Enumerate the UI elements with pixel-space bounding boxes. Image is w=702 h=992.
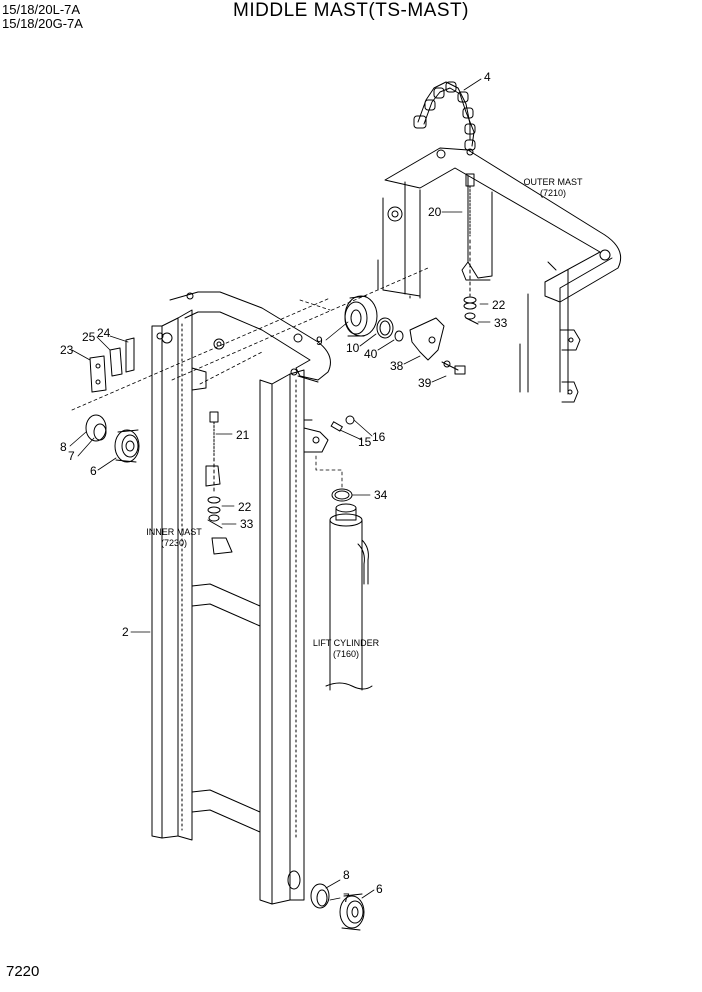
lift-cylinder-code: (7160) — [333, 649, 359, 659]
callout-25: 25 — [82, 330, 96, 344]
callouts: 4 20 22 33 9 10 40 38 39 25 24 23 8 7 6 … — [60, 70, 508, 905]
page-title: MIDDLE MAST(TS-MAST) — [233, 0, 469, 21]
callout-8-upper: 8 — [60, 440, 67, 454]
callout-2: 2 — [122, 625, 129, 639]
callout-16: 16 — [372, 430, 386, 444]
lift-cylinder-label: LIFT CYLINDER — [313, 638, 380, 648]
outer-mast-label: OUTER MAST — [523, 177, 583, 187]
callout-15: 15 — [358, 435, 372, 449]
callout-23: 23 — [60, 343, 74, 357]
callout-24: 24 — [97, 326, 111, 340]
outer-mast-drawing — [377, 147, 622, 403]
lift-cylinder-drawing — [325, 488, 373, 691]
bottom-parts-drawing — [287, 870, 365, 931]
callout-9: 9 — [316, 334, 323, 348]
callout-8-lower: 8 — [343, 868, 350, 882]
callout-39: 39 — [418, 376, 432, 390]
model-line-1: 15/18/20L-7A — [2, 2, 81, 17]
callout-22-lower: 22 — [238, 500, 252, 514]
callout-34: 34 — [374, 488, 388, 502]
middle-mast-drawing — [151, 291, 331, 905]
callout-40: 40 — [364, 347, 378, 361]
model-line-2: 15/18/20G-7A — [2, 16, 83, 31]
callout-33-upper: 33 — [494, 316, 508, 330]
callout-6-lower: 6 — [376, 882, 383, 896]
sheave-group-drawing — [344, 295, 466, 375]
reference-labels: OUTER MAST (7210) INNER MAST (7230) LIFT… — [146, 177, 583, 659]
callout-22-upper: 22 — [492, 298, 506, 312]
callout-21: 21 — [236, 428, 250, 442]
page-number: 7220 — [6, 963, 40, 980]
inner-mast-label: INNER MAST — [146, 527, 202, 537]
inner-mast-code: (7230) — [161, 538, 187, 548]
leader-lines — [69, 78, 491, 901]
callout-6-upper: 6 — [90, 464, 97, 478]
anchor-bolt-21-drawing — [207, 411, 223, 529]
callout-4: 4 — [484, 70, 491, 84]
callout-10: 10 — [346, 341, 360, 355]
outer-mast-code: (7210) — [540, 188, 566, 198]
callout-7-upper: 7 — [68, 449, 75, 463]
anchor-bolt-drawing — [463, 173, 479, 325]
callout-20: 20 — [428, 205, 442, 219]
pin-parts-drawing — [330, 415, 355, 432]
left-parts-drawing — [85, 337, 140, 463]
callout-7-lower: 7 — [343, 891, 350, 905]
callout-33-lower: 33 — [240, 517, 254, 531]
chain-drawing — [413, 81, 476, 151]
callout-38: 38 — [390, 359, 404, 373]
